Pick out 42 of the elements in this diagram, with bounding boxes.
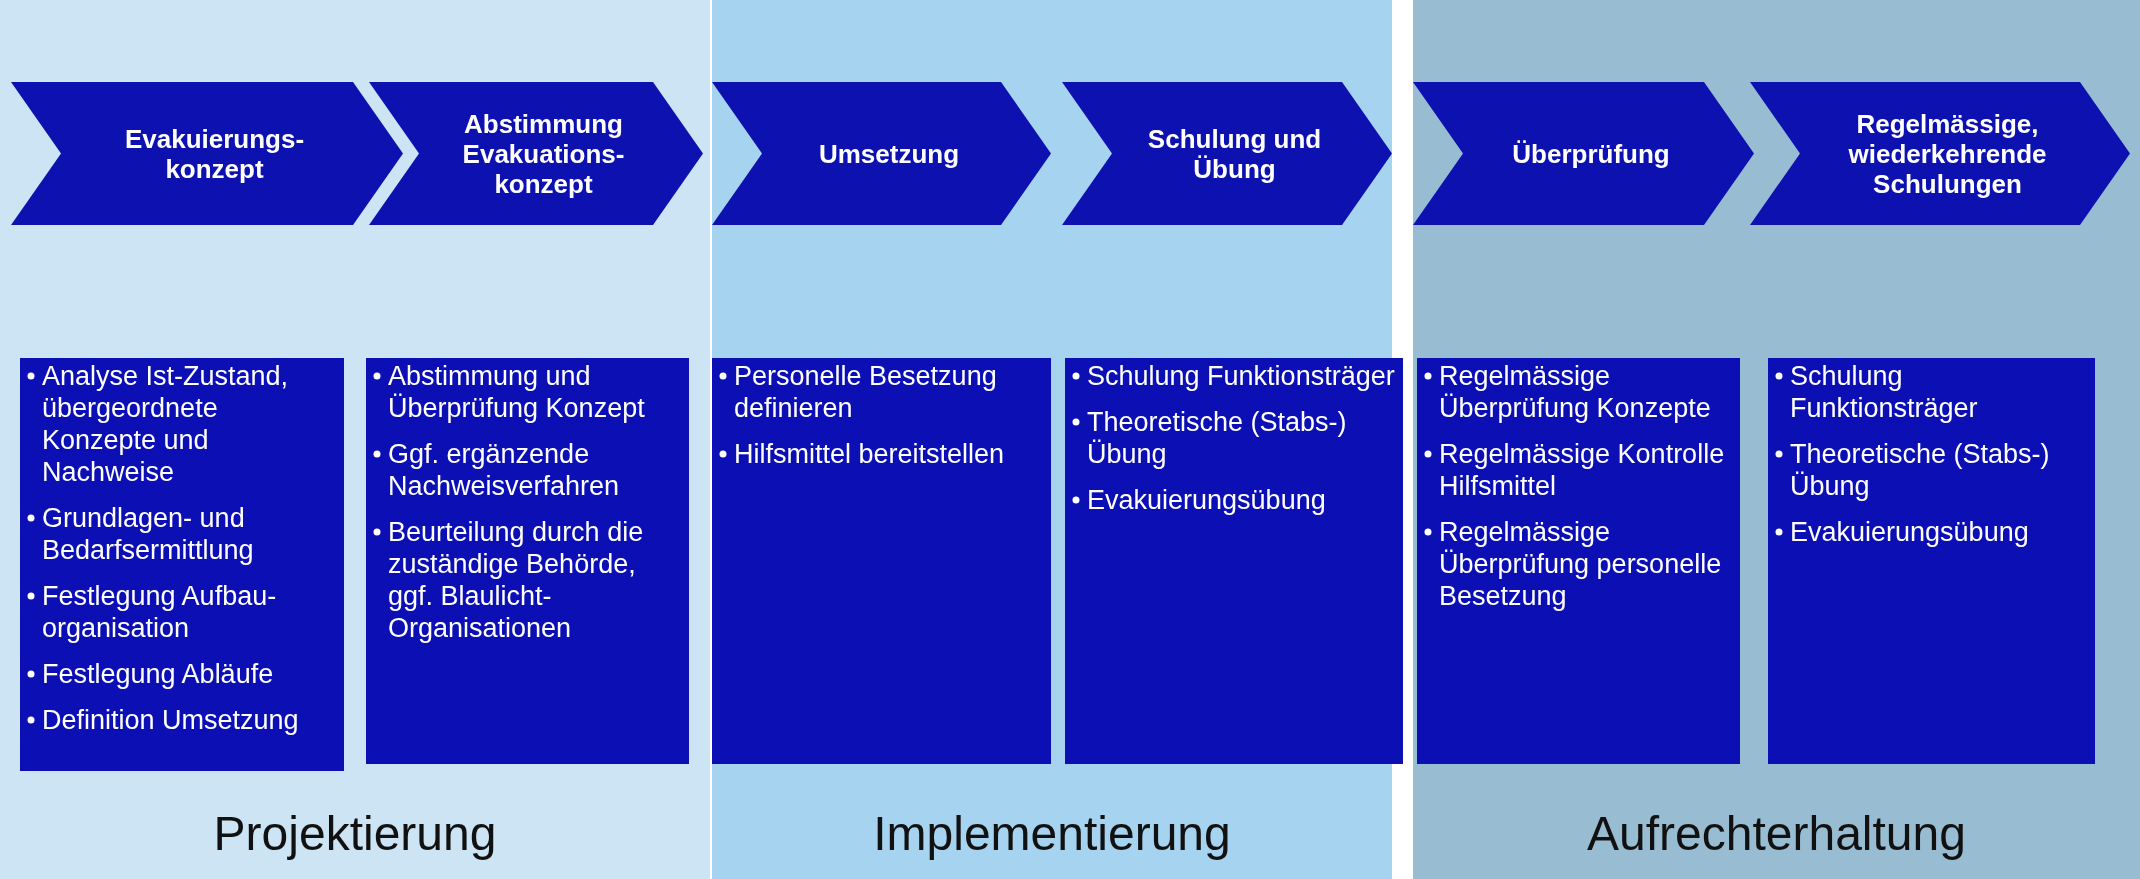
bullet-text: Regelmässige Kontrolle Hilfsmittel [1439, 439, 1725, 501]
bullet-text: Schulung Funktionsträger [1790, 361, 1978, 423]
bullet-panel [1065, 358, 1403, 764]
phase-band [1413, 0, 2140, 879]
bullet-text: Personelle Besetzung definieren [734, 361, 997, 423]
bullet-text: Festlegung Aufbau- organisation [42, 581, 277, 643]
bullet-text: Regelmässige Überprüfung Konzepte [1439, 361, 1711, 423]
step-banner [712, 82, 1051, 225]
bullet-text: Theoretische (Stabs-) Übung [1790, 439, 2050, 501]
step-title: Regelmässige, wiederkehrende Schulungen [1847, 108, 2048, 199]
bullet-text: Analyse Ist-Zustand, übergeordnete Konzepte und Nachweise [42, 361, 289, 487]
bullet-text: Evakuierungsübung [1087, 485, 1326, 515]
step-banner [369, 82, 703, 225]
step-title: Schulung und Übung [1146, 123, 1323, 184]
bullet-text: Hilfsmittel bereitstellen [734, 439, 1005, 469]
bullet-text: Definition Umsetzung [42, 705, 299, 735]
bullet-text: Grundlagen- und Bedarfsermittlung [42, 503, 254, 565]
step-banner [1062, 82, 1392, 225]
bullet-text: Ggf. ergänzende Nachweisverfahren [388, 439, 620, 501]
step-title: Abstimmung Evakuations- konzept [461, 108, 626, 199]
bullet-text: Theoretische (Stabs-) Übung [1087, 407, 1347, 469]
phase-label: Projektierung [212, 806, 498, 861]
bullet-text: Evakuierungsübung [1790, 517, 2029, 547]
step-title: Umsetzung [817, 138, 961, 169]
bullet-panel [712, 358, 1051, 764]
bullet-text: Regelmässige Überprüfung personelle Besetzung [1439, 517, 1722, 611]
phase-band [0, 0, 710, 879]
bullet-text: Beurteilung durch die zuständige Behörde, ggf. Blaulicht- Organisationen [388, 517, 644, 643]
bullet-text: Abstimmung und Überprüfung Konzept [388, 361, 645, 423]
bullet-panel [20, 358, 344, 771]
step-title: Evakuierungs- konzept [123, 123, 306, 184]
bullet-text: Festlegung Abläufe [42, 659, 274, 689]
bullet-panel [366, 358, 689, 764]
phase-label: Implementierung [872, 806, 1232, 861]
bullet-panel [1417, 358, 1740, 764]
step-banner [11, 82, 403, 225]
step-banner [1413, 82, 1754, 225]
step-title: Überprüfung [1511, 138, 1671, 169]
step-banner [1750, 82, 2130, 225]
bullet-text: Schulung Funktionsträger [1087, 361, 1395, 391]
phase-label: Aufrechterhaltung [1586, 806, 1967, 861]
bullet-panel [1768, 358, 2095, 764]
